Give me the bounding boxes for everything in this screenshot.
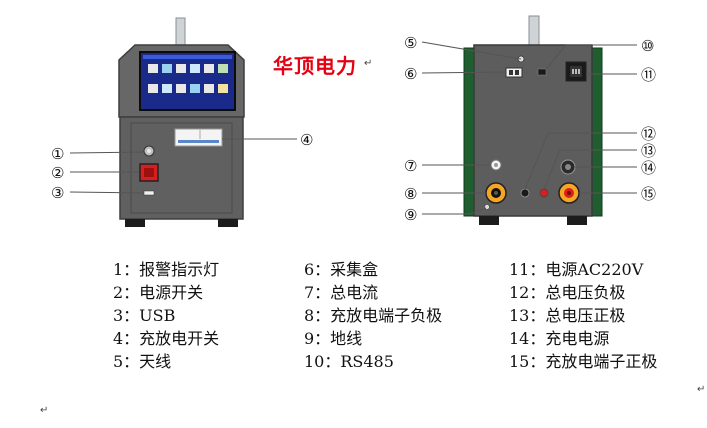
legend-item: 4：充放电开关 — [113, 329, 220, 348]
legend-item: 11：电源AC220V — [509, 260, 644, 279]
legend-item: 5：天线 — [113, 352, 172, 371]
legend-item: 6：采集盒 — [304, 260, 379, 279]
back-body — [473, 44, 593, 217]
callout-5: ⑤ — [404, 34, 417, 52]
paragraph-mark-icon: ↵ — [40, 405, 49, 416]
antenna-front — [175, 17, 186, 47]
front-foot-right — [218, 219, 238, 227]
callout-10: ⑩ — [641, 37, 654, 55]
brand-title: 华顶电力 — [273, 54, 357, 78]
callout-9: ⑨ — [404, 206, 417, 224]
legend-item: 12：总电压负极 — [509, 283, 626, 302]
charge-discharge-switch — [174, 128, 223, 147]
paragraph-mark-icon: ↵ — [364, 58, 373, 69]
legend-column-2: 6：采集盒 7：总电流 8：充放电端子负极 9：地线 10：RS485 — [304, 258, 442, 373]
touch-screen — [139, 51, 236, 111]
front-leader-lines — [69, 138, 297, 194]
callout-14: ⑭ — [641, 159, 656, 177]
front-foot-left — [125, 219, 145, 227]
front-panel-inset — [130, 122, 233, 214]
side-panel-right — [591, 47, 603, 217]
legend-column-1: 1：报警指示灯 2：电源开关 3：USB 4：充放电开关 5：天线 — [113, 258, 219, 373]
legend-item: 10：RS485 — [304, 352, 394, 371]
back-leader-lines — [421, 41, 637, 215]
callout-12: ⑫ — [641, 125, 656, 143]
callout-7: ⑦ — [404, 157, 417, 175]
rs485-port — [537, 68, 547, 76]
screen-icon-grid — [148, 64, 228, 93]
voltage-negative — [520, 188, 530, 198]
screen-header-bar — [143, 55, 232, 59]
legend-item: 2：电源开关 — [113, 283, 204, 302]
legend-item: 8：充放电端子负极 — [304, 306, 443, 325]
callout-15: ⑮ — [641, 185, 656, 203]
callout-13: ⑬ — [641, 142, 656, 160]
callout-4: ④ — [300, 131, 313, 149]
callout-11: ⑪ — [641, 66, 656, 84]
back-foot-left — [479, 216, 499, 225]
legend-item: 14：充电电源 — [509, 329, 610, 348]
back-foot-right — [567, 216, 587, 225]
callout-8: ⑧ — [404, 185, 417, 203]
voltage-positive — [539, 188, 549, 198]
legend-item: 7：总电流 — [304, 283, 379, 302]
paragraph-mark-icon: ↵ — [697, 384, 706, 395]
legend-item: 13：总电压正极 — [509, 306, 626, 325]
legend-item: 15：充放电端子正极 — [509, 352, 658, 371]
callout-2: ② — [51, 164, 64, 182]
usb-port — [143, 190, 155, 196]
legend-item: 3：USB — [113, 306, 176, 325]
callout-6: ⑥ — [404, 65, 417, 83]
callout-1: ① — [51, 145, 64, 163]
side-panel-left — [463, 47, 475, 217]
callout-numbers: ① ② ③ ④ ⑤ ⑥ ⑦ ⑧ ⑨ ⑩ ⑪ ⑫ ⑬ ⑭ ⑮ — [51, 34, 656, 224]
callout-3: ③ — [51, 184, 64, 202]
legend-item: 1：报警指示灯 — [113, 260, 220, 279]
collection-box — [505, 67, 523, 78]
legend-item: 9：地线 — [304, 329, 363, 348]
legend-column-3: 11：电源AC220V 12：总电压负极 13：总电压正极 14：充电电源 15… — [509, 258, 657, 373]
